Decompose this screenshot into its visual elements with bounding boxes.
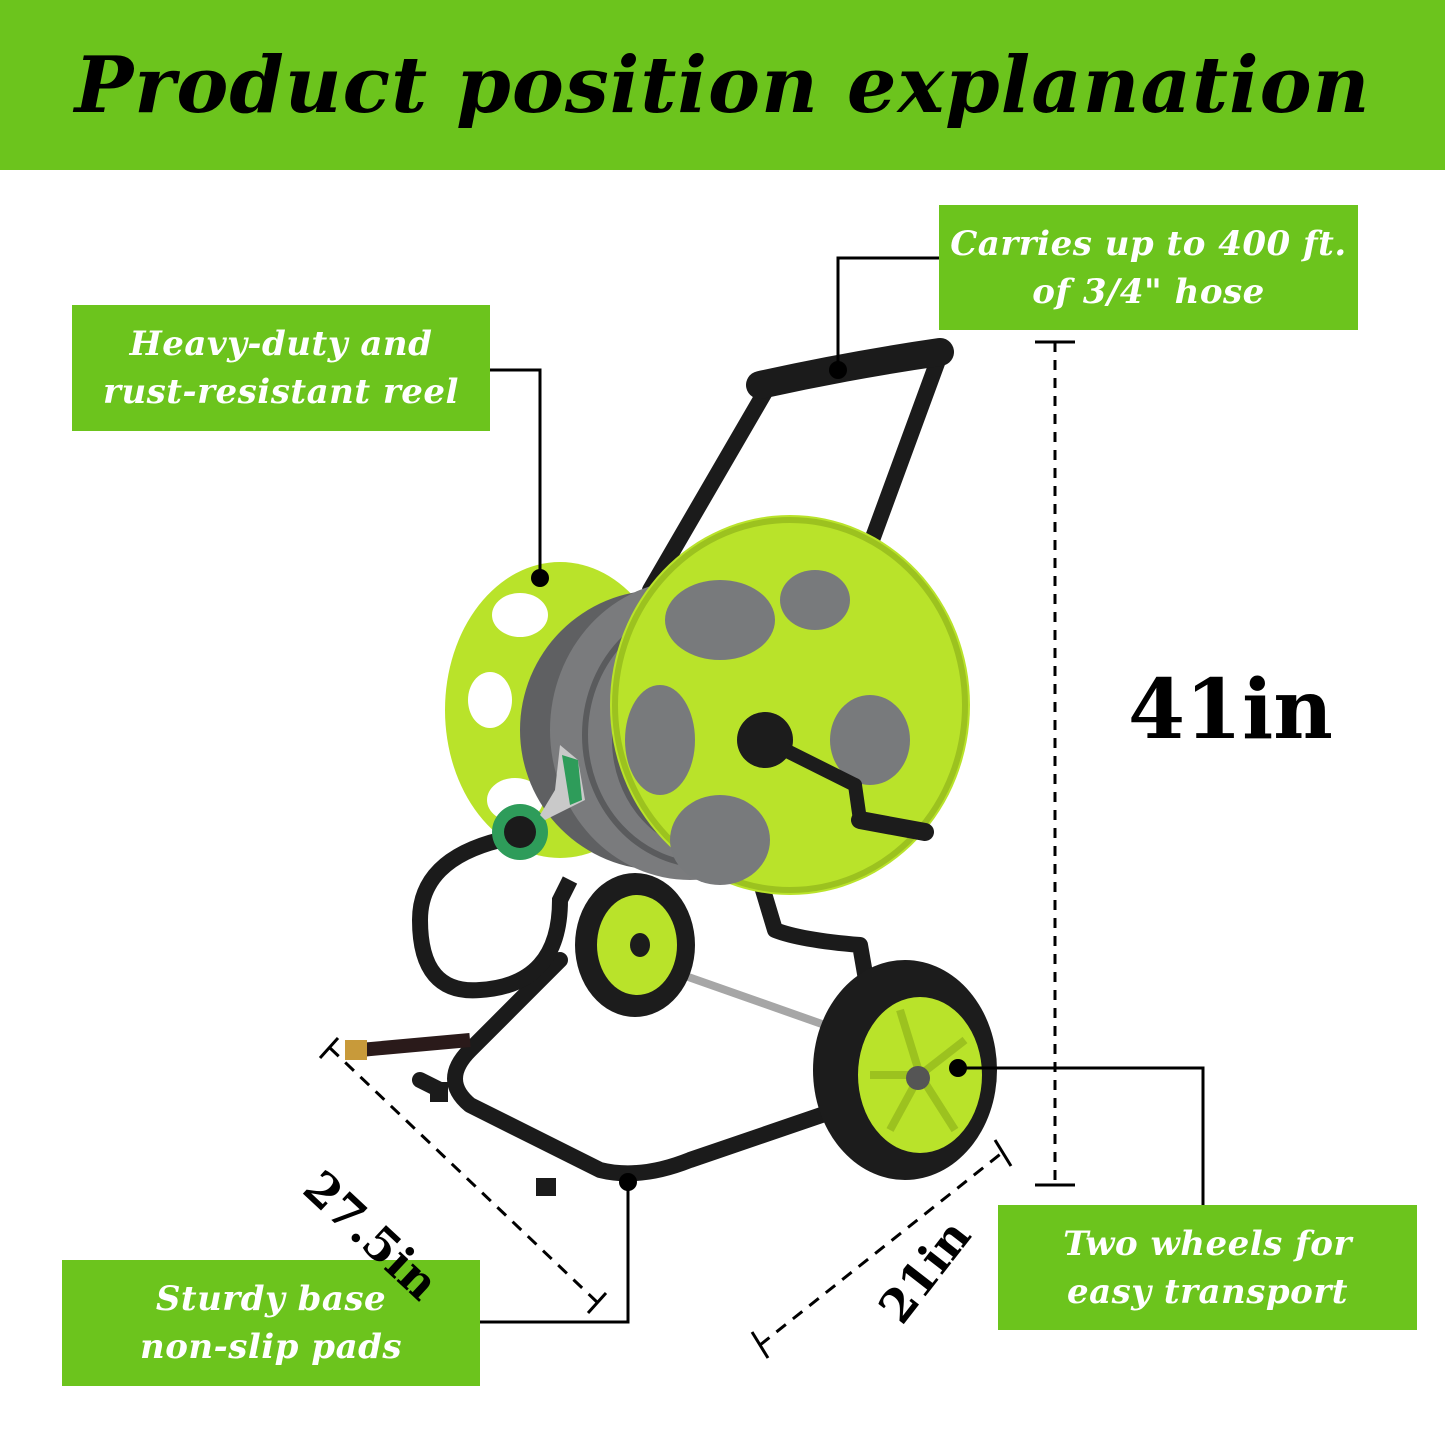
leader-lines [478, 256, 1205, 1324]
height-dimension [1035, 340, 1075, 1187]
callout-base-line2: non-slip pads [139, 1327, 403, 1367]
callout-wheels: Two wheels for easy transport [998, 1205, 1417, 1330]
header-banner: Product position explanation [0, 0, 1445, 170]
base-pad [536, 1178, 556, 1196]
width-dimension [750, 1139, 1013, 1359]
height-dimension-label: 41in [1128, 662, 1333, 758]
base-pad [430, 1082, 448, 1102]
callout-capacity: Carries up to 400 ft. of 3/4" hose [939, 205, 1358, 330]
depth-dimension [318, 1036, 608, 1315]
leader-dots [531, 361, 967, 1191]
back-wheel [575, 873, 695, 1017]
loose-hose [411, 832, 578, 999]
crank-hub [737, 712, 934, 841]
callout-base-line1: Sturdy base [155, 1279, 387, 1319]
callout-reel-line1: Heavy-duty and [129, 324, 433, 364]
front-reel-plate [610, 515, 970, 895]
front-wheel [813, 960, 997, 1180]
callout-wheels-line1: Two wheels for [1063, 1223, 1352, 1264]
spray-nozzle [492, 745, 585, 860]
callout-wheels-line2: easy transport [1067, 1271, 1348, 1312]
brass-fitting [345, 1040, 367, 1060]
callout-capacity-line2: of 3/4" hose [1032, 271, 1265, 312]
page-title: Product position explanation [74, 39, 1371, 131]
hose-end [359, 1033, 471, 1057]
callout-base: Sturdy base non-slip pads [62, 1260, 480, 1386]
callout-reel: Heavy-duty and rust-resistant reel [72, 305, 490, 431]
callout-reel-line2: rust-resistant reel [103, 372, 459, 412]
callout-capacity-line1: Carries up to 400 ft. [950, 223, 1347, 264]
